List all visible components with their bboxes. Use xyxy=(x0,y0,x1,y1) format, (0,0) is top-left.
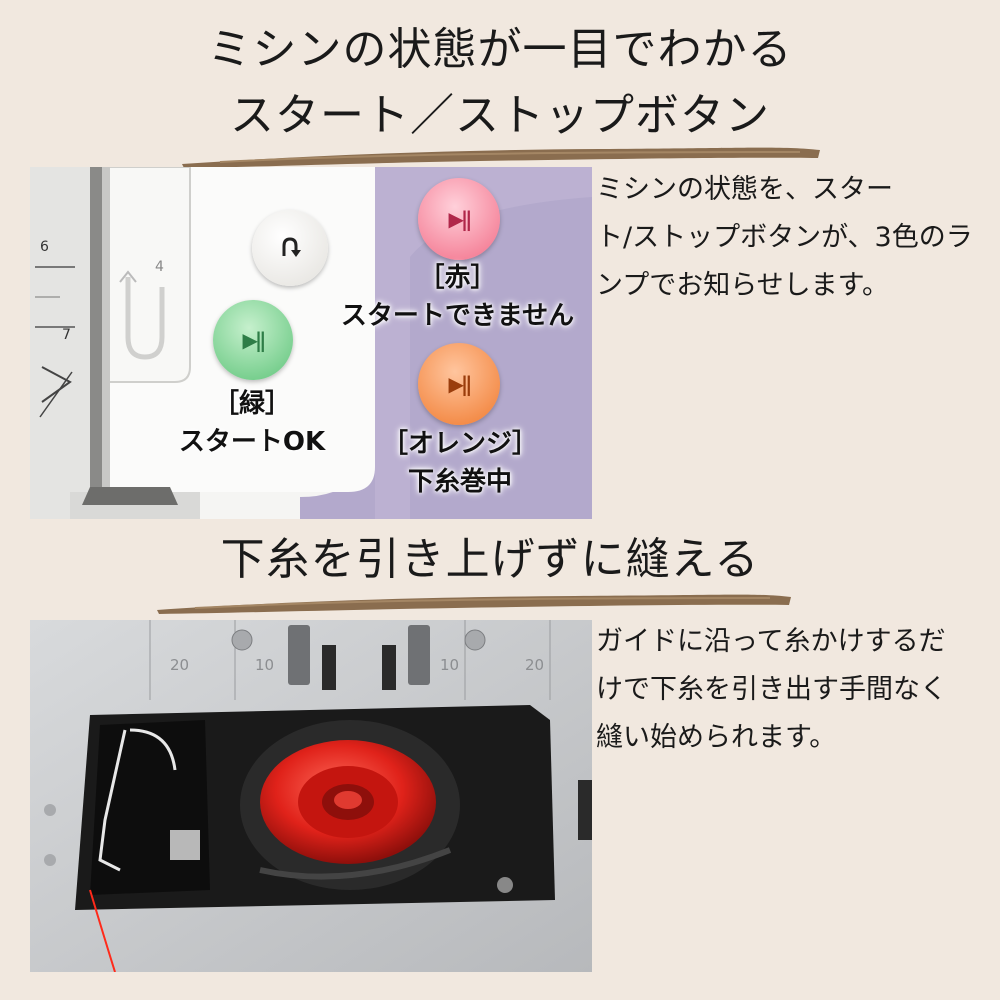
green-lamp-button[interactable]: ▶|| xyxy=(213,300,293,380)
play-pause-icon: ▶|| xyxy=(242,328,267,352)
red-lamp-label: ［赤］ スタートできません xyxy=(325,259,590,335)
brush-underline-1 xyxy=(182,147,820,168)
play-pause-icon: ▶|| xyxy=(448,207,473,231)
u-turn-arrow-icon xyxy=(282,237,301,257)
green-lamp-label: ［緑］ スタートOK xyxy=(162,385,342,461)
orange-lamp-bracket: ［オレンジ］ xyxy=(381,429,538,459)
scale-mark-left-20: 20 xyxy=(170,656,190,674)
scale-mark-left-10: 10 xyxy=(255,656,275,674)
section2-description-line2: けで下糸を引き出す手間なく xyxy=(596,674,947,705)
section1-title-line2: スタート／ストップボタン xyxy=(230,90,770,141)
section1-description-line1: ミシンの状態を、スター xyxy=(596,174,893,205)
section1-title-line1: ミシンの状態が一目でわかる xyxy=(207,24,793,75)
play-pause-icon: ▶|| xyxy=(448,372,473,396)
section1-description-line3: ンプでお知らせします。 xyxy=(596,270,889,301)
bobbin-area-drawing xyxy=(30,620,592,972)
brush-underline-2 xyxy=(157,594,791,614)
scale-mark-7: 7 xyxy=(62,327,71,343)
scale-mark-4: 4 xyxy=(155,259,164,275)
orange-lamp-caption: 下糸巻中 xyxy=(407,467,512,497)
section2-description: ガイドに沿って糸かけするだ けで下糸を引き出す手間なく 縫い始められます。 xyxy=(596,618,996,762)
orange-lamp-button[interactable]: ▶|| xyxy=(418,343,500,425)
section2-title: 下糸を引き上げずに縫える xyxy=(220,534,760,585)
scale-mark-right-20: 20 xyxy=(525,656,545,674)
orange-lamp-label: ［オレンジ］ 下糸巻中 xyxy=(360,425,560,501)
scale-mark-right-10: 10 xyxy=(440,656,460,674)
section1-description: ミシンの状態を、スター ト/ストップボタンが、3色のラ ンプでお知らせします。 xyxy=(596,166,996,310)
reverse-stitch-button[interactable] xyxy=(252,210,328,286)
control-panel-photo: 6 7 4 ▶|| ▶|| ▶|| ［緑］ スタートOK ［赤］ スタートできま… xyxy=(30,167,592,519)
red-lamp-bracket: ［赤］ xyxy=(418,263,497,293)
scale-mark-6: 6 xyxy=(40,239,49,255)
section2-description-line3: 縫い始められます。 xyxy=(596,722,837,753)
bobbin-area-photo: 20 10 10 20 xyxy=(30,620,592,972)
section1-description-line2: ト/ストップボタンが、3色のラ xyxy=(596,222,973,253)
green-lamp-bracket: ［緑］ xyxy=(212,389,291,419)
section2-description-line1: ガイドに沿って糸かけするだ xyxy=(596,626,946,657)
red-lamp-button[interactable]: ▶|| xyxy=(418,178,500,260)
green-lamp-caption: スタートOK xyxy=(178,427,326,457)
red-lamp-caption: スタートできません xyxy=(340,301,575,331)
